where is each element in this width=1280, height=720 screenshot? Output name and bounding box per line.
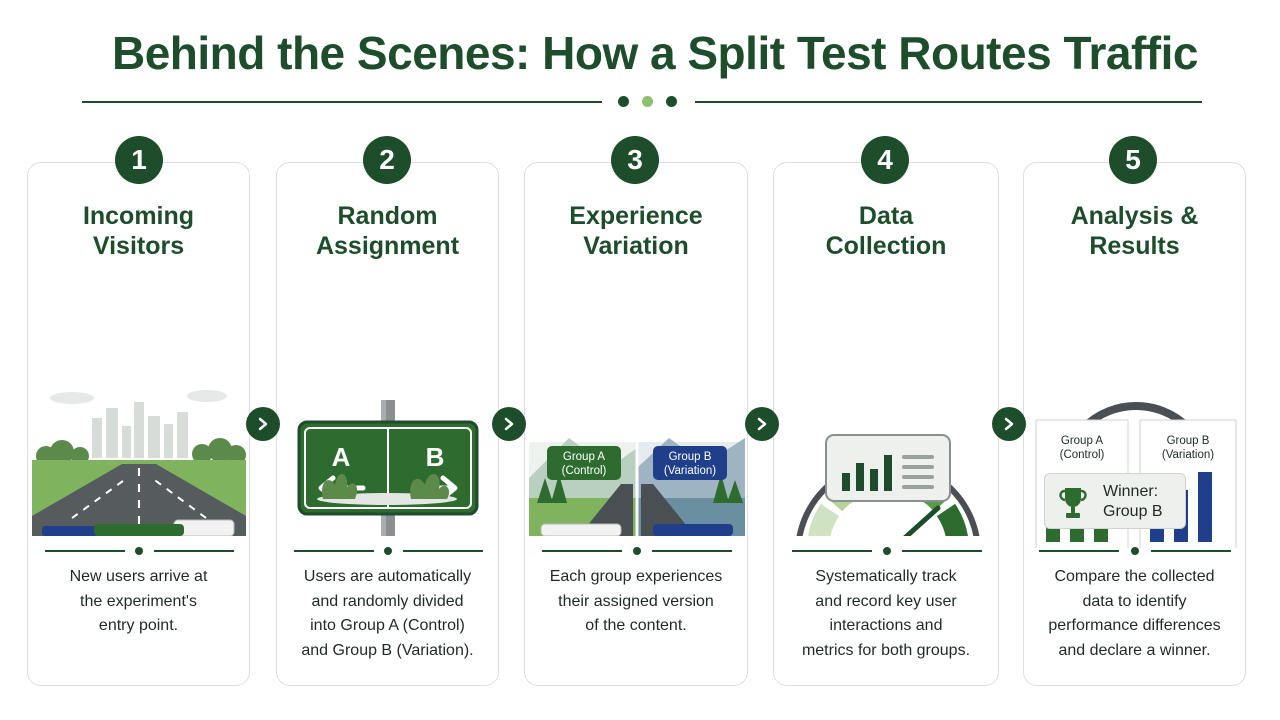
title-rule-left [82, 101, 602, 103]
title-rule-right [695, 101, 1202, 103]
page-title: Behind the Scenes: How a Split Test Rout… [111, 27, 1199, 79]
split-road-icon: Group A (Control) Group B (Variation) [529, 438, 745, 536]
step-4-badge: 4 [861, 136, 909, 184]
arrow-2-to-3 [492, 407, 526, 441]
chevron-right-icon [258, 417, 268, 431]
step-4-divider [792, 547, 982, 555]
step-1-badge: 1 [115, 136, 163, 184]
trophy-icon [1059, 488, 1087, 518]
svg-text:(Variation): (Variation) [664, 465, 716, 477]
svg-text:A: A [332, 442, 351, 472]
winner-label: Winner: Group B [1103, 483, 1163, 520]
svg-text:Group A: Group A [1061, 435, 1104, 447]
bushes-icon [317, 473, 457, 505]
step-5-divider [1039, 547, 1231, 555]
svg-text:Group B: Group B [1167, 435, 1210, 447]
step-3-badge: 3 [611, 136, 659, 184]
arrow-1-to-2 [246, 407, 280, 441]
svg-text:Group B: Group B [669, 451, 712, 463]
dashboard-panel-icon [825, 434, 951, 502]
step-2-divider [294, 547, 483, 555]
svg-text:B: B [426, 442, 445, 472]
step-card-5: Analysis &Results Group A (Control) Grou… [1023, 162, 1246, 686]
arrow-4-to-5 [992, 407, 1026, 441]
chevron-right-icon [1004, 417, 1014, 431]
svg-text:(Control): (Control) [1060, 449, 1105, 461]
step-3-divider [542, 547, 732, 555]
arrow-3-to-4 [745, 407, 779, 441]
step-5-badge: 5 [1109, 136, 1157, 184]
svg-text:(Control): (Control) [562, 465, 607, 477]
svg-text:Group A: Group A [563, 451, 606, 463]
step-1-divider [45, 547, 234, 555]
winner-badge: Winner: Group B [1044, 473, 1186, 529]
forked-road-cars-icon [32, 288, 246, 536]
step-5-title: Analysis &Results [1070, 202, 1199, 260]
chevron-right-icon [504, 417, 514, 431]
svg-text:(Variation): (Variation) [1162, 449, 1214, 461]
chevron-right-icon [757, 417, 767, 431]
step-2-badge: 2 [363, 136, 411, 184]
title-dots [618, 96, 680, 108]
